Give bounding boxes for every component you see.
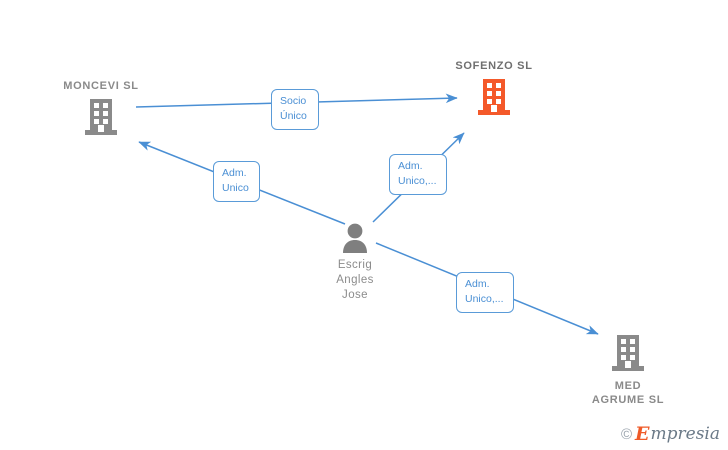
brand-name: mpresia [650, 424, 721, 444]
node-moncevi[interactable]: MONCEVI SL [46, 79, 156, 138]
copyright-icon: © [620, 426, 633, 443]
edge-label-adm-unico-med-agrume[interactable]: Adm. Unico,... [456, 272, 514, 313]
building-icon [85, 99, 117, 135]
edge-label-adm-unico-sofenzo[interactable]: Adm. Unico,... [389, 154, 447, 195]
node-med-agrume[interactable]: MED AGRUME SL [573, 334, 683, 407]
person-icon [343, 223, 367, 253]
node-sofenzo-label: SOFENZO SL [455, 60, 533, 72]
node-person-escrig-angles-jose[interactable]: Escrig Angles Jose [310, 222, 400, 303]
node-person-label: Escrig Angles Jose [336, 259, 374, 301]
node-med-agrume-label: MED AGRUME SL [591, 380, 665, 406]
edge-label-socio-unico[interactable]: Socio Único [271, 89, 319, 130]
node-sofenzo[interactable]: SOFENZO SL [439, 59, 549, 118]
brand-initial: E [635, 423, 650, 445]
building-icon [478, 79, 510, 115]
node-moncevi-label: MONCEVI SL [63, 80, 139, 92]
building-icon [612, 335, 644, 371]
watermark-empresia: © E mpresia [621, 425, 720, 444]
edge-label-adm-unico[interactable]: Adm. Unico [213, 161, 260, 202]
